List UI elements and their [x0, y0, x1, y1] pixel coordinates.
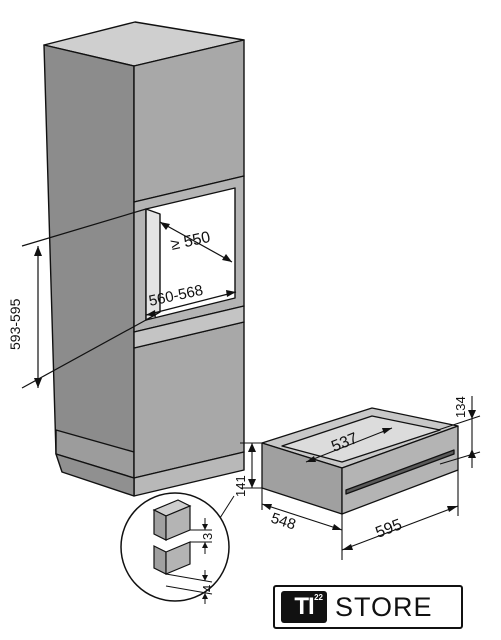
cabinet-side [43, 44, 135, 479]
logo-superscript: 22 [314, 593, 323, 602]
niche-width-arrow [145, 291, 237, 316]
upper-door [133, 39, 245, 203]
lower-door-lip [133, 305, 245, 349]
detail-circle [120, 492, 230, 602]
niche-height-ext-bottom [21, 319, 147, 389]
detail-leader [219, 495, 235, 519]
store-logo: TI 22 STORE [273, 585, 463, 629]
gap-top-label: 3 [200, 533, 215, 540]
drawer-handle-slot [345, 449, 455, 495]
cabinet-plinth-base [55, 453, 135, 497]
drawer-height-label: 141 [233, 475, 248, 497]
logo-word: STORE [335, 591, 433, 622]
logo-mark-text: TI [294, 593, 314, 620]
tall-cabinet [43, 21, 245, 497]
drawer-top-inset [281, 415, 441, 463]
niche-height-ext-top [21, 208, 147, 247]
front-height-label: 134 [453, 396, 468, 418]
drawer-dimensions [240, 396, 481, 560]
niche-depth-arrow [159, 221, 233, 263]
drawer-depth-arrow [261, 503, 343, 531]
warming-drawer [261, 407, 459, 515]
gap-detail: 3 4 [120, 492, 235, 604]
gap-bottom-label: 4 [200, 585, 215, 592]
lower-door [133, 321, 245, 479]
logo-mark: TI 22 [281, 591, 327, 623]
niche-dimensions [21, 208, 237, 389]
drawer-inner-depth-arrow [305, 427, 393, 463]
drawer-depth-label: 548 [269, 510, 298, 534]
front-height-ext-top [437, 415, 481, 431]
drawer-width-label: 595 [373, 516, 404, 541]
niche-height-label: 593-595 [7, 298, 23, 350]
drawer-width-arrow [341, 505, 459, 551]
